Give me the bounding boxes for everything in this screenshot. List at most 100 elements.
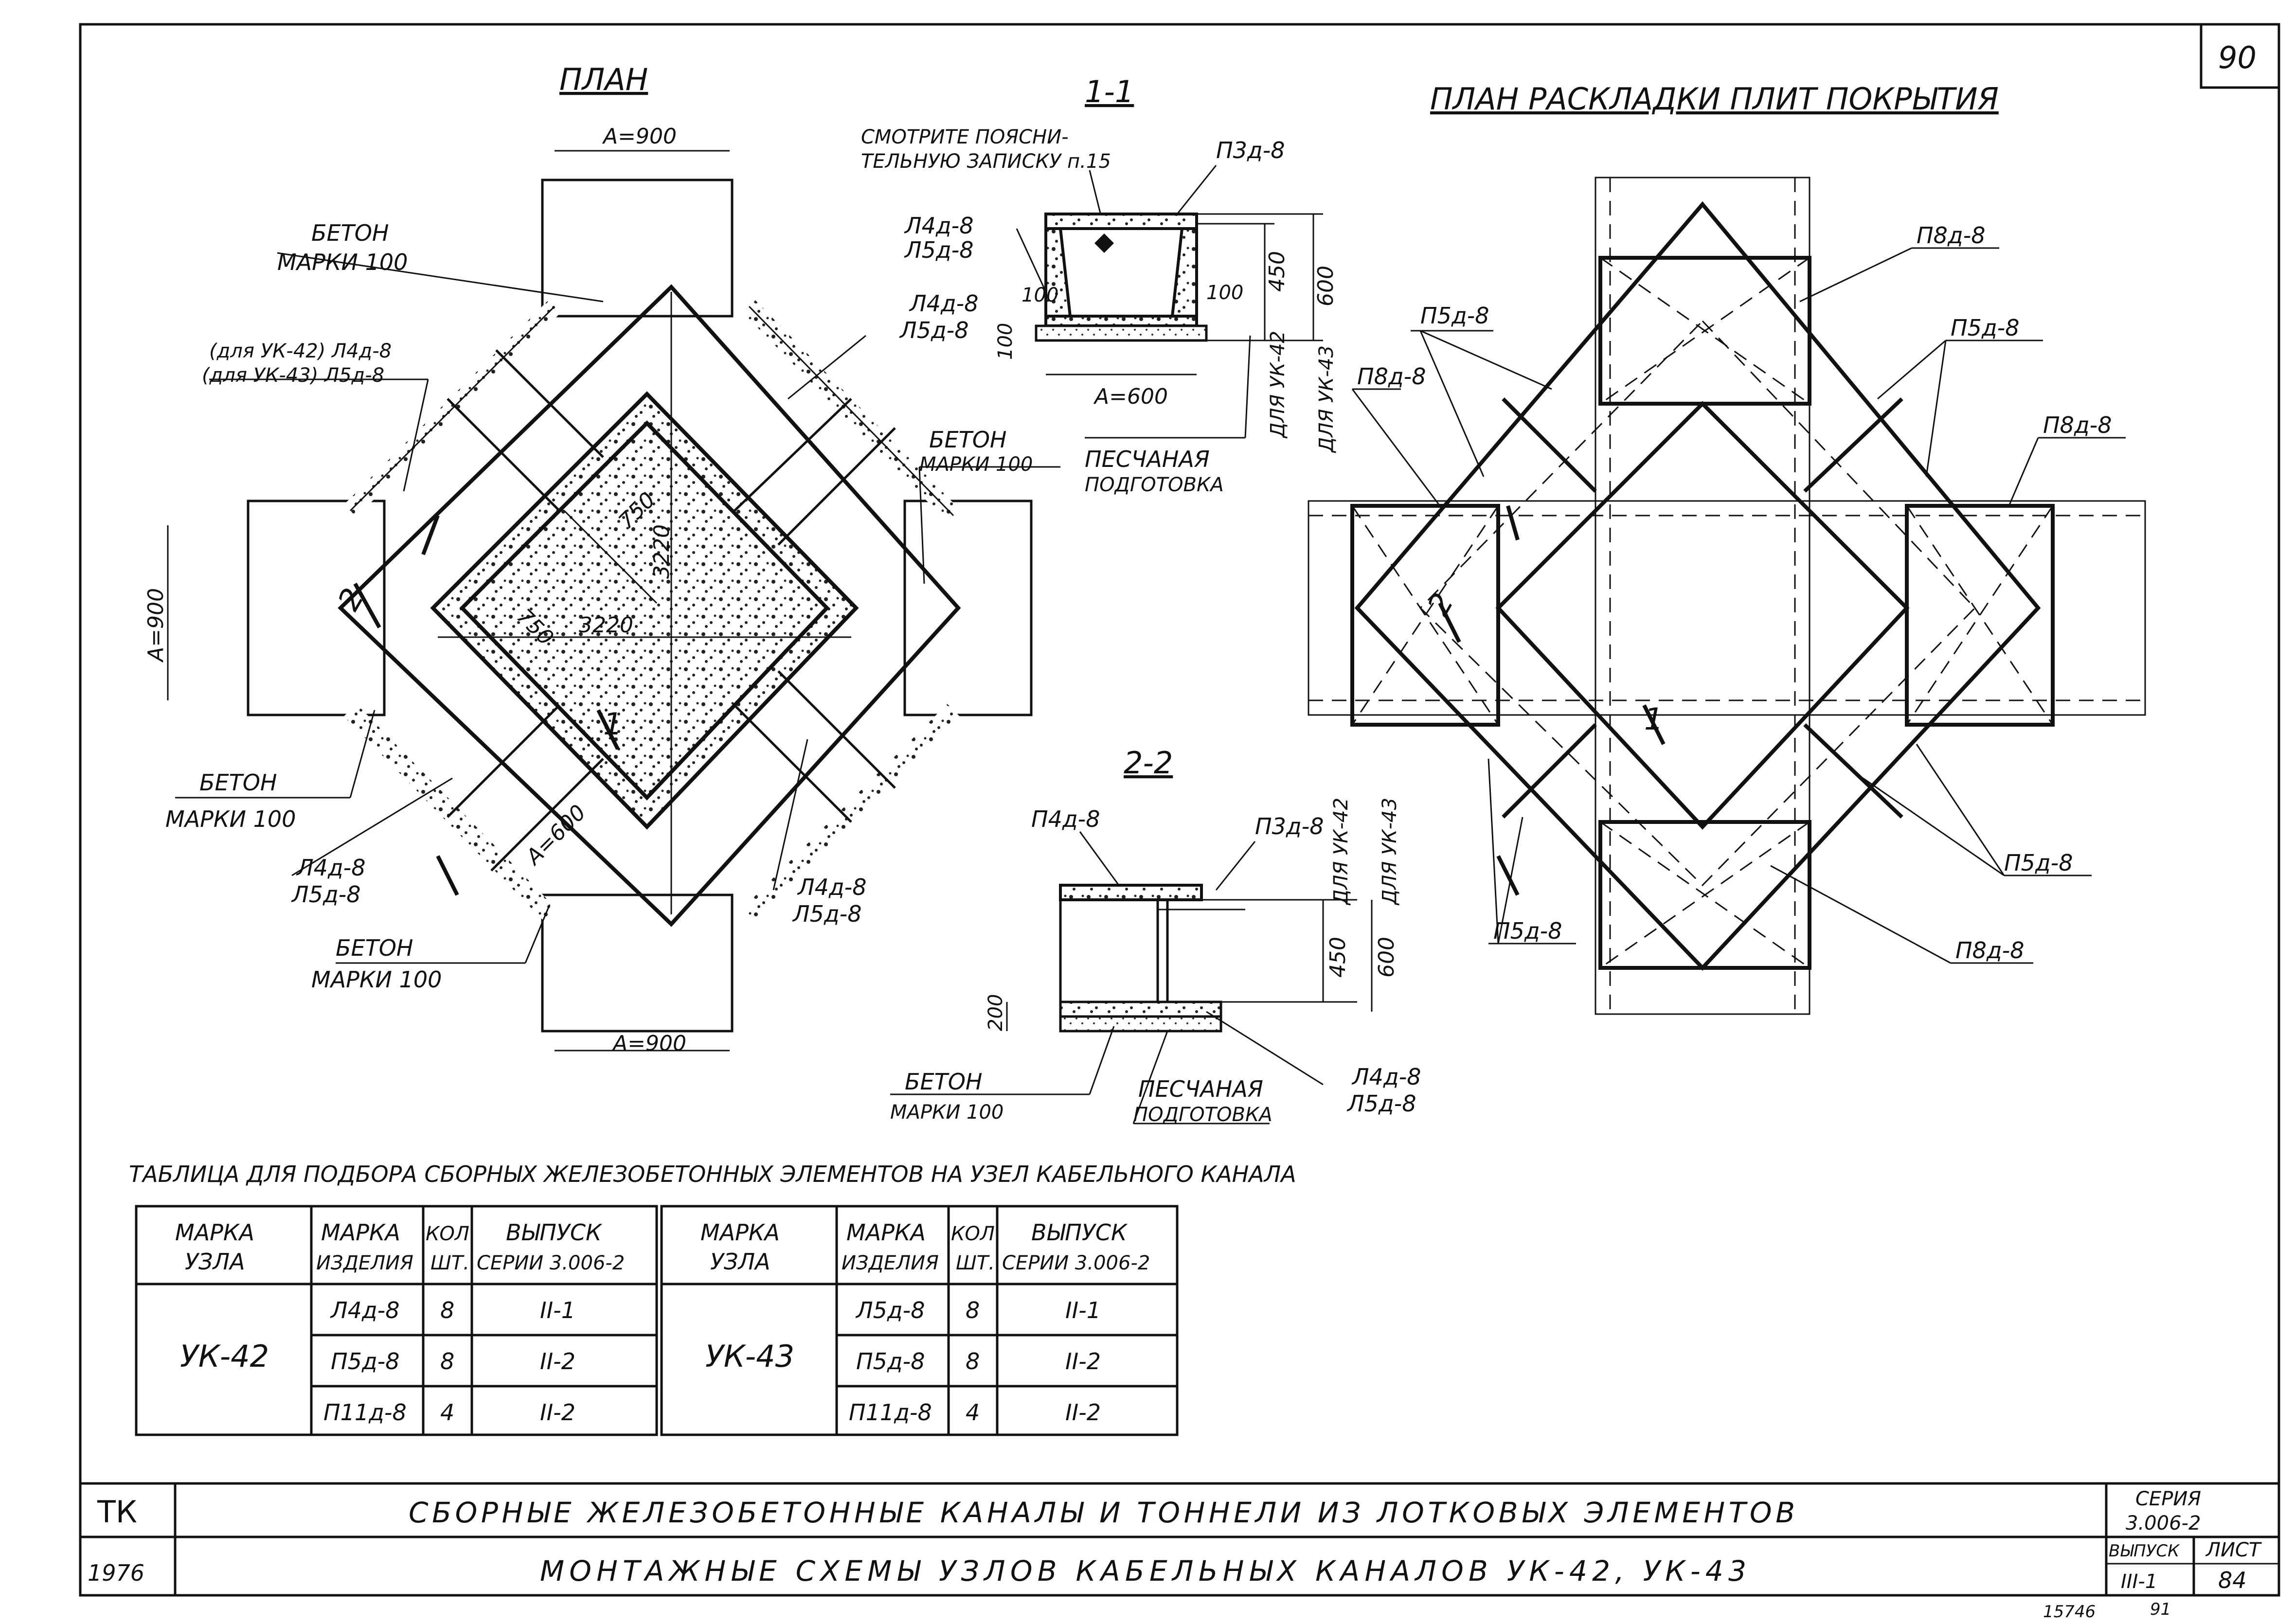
table-cell-item: Л4д-8 xyxy=(330,1297,400,1323)
plan-beton-2a: БЕТОН xyxy=(929,427,1007,453)
table-caption: ТАБЛИЦА ДЛЯ ПОДБОРА СБОРНЫХ ЖЕЛЕЗОБЕТОНН… xyxy=(129,1161,1296,1187)
plan-dim-a-left: А=900 xyxy=(143,588,168,663)
th-rel-b-2: СЕРИИ 3.006-2 xyxy=(1002,1252,1150,1274)
plan-l4-bot-a: Л4д-8 xyxy=(797,874,867,900)
sec22-for42: ДЛЯ УК-42 xyxy=(1330,798,1352,906)
stamp-issue: III-1 xyxy=(2121,1570,2157,1593)
th-item-b-2: ИЗДЕЛИЯ xyxy=(842,1252,939,1274)
sec11-note-b: ТЕЛЬНУЮ ЗАПИСКУ п.15 xyxy=(861,150,1111,173)
section-2-2: 2-2 П4д-8 П3д-8 ДЛЯ УК-42 ДЛЯ УК-43 450 … xyxy=(890,745,1421,1126)
plan-view: ПЛАН xyxy=(143,62,1060,1056)
sec11-l5: Л5д-8 xyxy=(904,237,974,263)
sec11-for42: ДЛЯ УК-42 xyxy=(1267,331,1289,439)
sec11-d100c: 100 xyxy=(994,323,1017,360)
stamp-line2: МОНТАЖНЫЕ СХЕМЫ УЗЛОВ КАБЕЛЬНЫХ КАНАЛОВ … xyxy=(540,1554,1746,1588)
th-node-a-1: МАРКА xyxy=(175,1219,254,1246)
sec22-d450: 450 xyxy=(1326,937,1350,978)
stamp-line1: СБОРНЫЕ ЖЕЛЕЗОБЕТОННЫЕ КАНАЛЫ И ТОННЕЛИ … xyxy=(409,1496,1795,1529)
th-rel-b-1: СЕРИИ 3.006-2 xyxy=(477,1252,625,1274)
plan-outer-diamond xyxy=(338,284,961,927)
plan-l4-bot-b: Л5д-8 xyxy=(792,901,862,927)
th-qty-a-1: КОЛ. xyxy=(426,1223,476,1245)
layout-p8-2: П8д-8 xyxy=(1357,363,1426,390)
plan-dim-a-bottom: А=900 xyxy=(611,1031,686,1056)
th-node-b-2: УЗЛА xyxy=(710,1249,771,1275)
plan-sec-2-mark: 2 xyxy=(331,582,371,617)
table-cell-qty: 8 xyxy=(440,1348,454,1374)
sec22-title: 2-2 xyxy=(1124,745,1173,781)
plan-dim-a-top: А=900 xyxy=(602,124,677,149)
plan-beton-1a: БЕТОН xyxy=(311,220,389,246)
stamp-issue-label: ВЫПУСК xyxy=(2109,1541,2180,1561)
layout-p5-3: П5д-8 xyxy=(2004,850,2073,876)
plan-dim-3220-h: 3220 xyxy=(579,613,633,638)
plan-l4-left-b: Л5д-8 xyxy=(291,881,361,908)
layout-p8-4: П8д-8 xyxy=(1955,937,2025,964)
plan-leaders xyxy=(175,252,1060,964)
bottom-number-b: 91 xyxy=(2150,1600,2171,1619)
table-cell-rel: II-2 xyxy=(1065,1348,1101,1374)
sec11-d100a: 100 xyxy=(1022,284,1058,306)
elements-table: ТАБЛИЦА ДЛЯ ПОДБОРА СБОРНЫХ ЖЕЛЕЗОБЕТОНН… xyxy=(129,1161,1296,1436)
sec11-a600: А=600 xyxy=(1093,384,1168,409)
th-item-b-1: ИЗДЕЛИЯ xyxy=(316,1252,413,1274)
stamp-org: ТК xyxy=(97,1494,137,1530)
table-cell-rel: II-2 xyxy=(540,1348,575,1374)
table-cell-rel: II-1 xyxy=(1065,1297,1101,1323)
sec22-sand-b: ПОДГОТОВКА xyxy=(1133,1104,1272,1126)
bottom-number-a: 15746 xyxy=(2043,1602,2096,1622)
th-qty-b-1: ШТ. xyxy=(430,1252,469,1274)
stamp-series-label: СЕРИЯ xyxy=(2135,1488,2201,1510)
sec22-p4: П4д-8 xyxy=(1031,806,1100,832)
table-cell-item: П5д-8 xyxy=(856,1348,925,1374)
sec22-beton-a: БЕТОН xyxy=(905,1069,983,1095)
table-cell-item: П11д-8 xyxy=(323,1399,407,1426)
plan-beton-2b: МАРКИ 100 xyxy=(919,453,1033,476)
sec11-d600: 600 xyxy=(1313,266,1338,306)
sec22-beton-b: МАРКИ 100 xyxy=(890,1101,1004,1124)
plan-beton-4b: МАРКИ 100 xyxy=(311,966,442,993)
stamp-year: 1976 xyxy=(88,1560,144,1586)
table-cell-item: Л5д-8 xyxy=(855,1297,925,1323)
sec11-d100b: 100 xyxy=(1206,282,1243,304)
layout-side-slabs xyxy=(1502,397,1903,819)
table-cell-qty: 4 xyxy=(966,1399,980,1426)
th-node-b-1: УЗЛА xyxy=(185,1249,245,1275)
section-1-1: 1-1 СМОТРИТЕ ПОЯСНИ- ТЕЛЬНУЮ ЗАПИСКУ п.1… xyxy=(861,74,1338,496)
layout-title: ПЛАН РАСКЛАДКИ ПЛИТ ПОКРЫТИЯ xyxy=(1430,81,1999,117)
plan-sec-1-mark: 1 xyxy=(603,706,622,742)
title-block: ТК 1976 СБОРНЫЕ ЖЕЛЕЗОБЕТОННЫЕ КАНАЛЫ И … xyxy=(80,1482,2279,1622)
plan-uk43-label: (для УК-43) Л5д-8 xyxy=(202,364,384,387)
table-cell-item: П11д-8 xyxy=(849,1399,932,1426)
sec11-l4: Л4д-8 xyxy=(904,213,974,239)
layout-p5-2: П5д-8 xyxy=(1951,315,2020,341)
stamp-series: 3.006-2 xyxy=(2126,1512,2201,1535)
table-cell-rel: II-2 xyxy=(540,1399,575,1426)
th-qty-a-2: КОЛ. xyxy=(951,1223,1001,1245)
layout-inner-diamond xyxy=(1495,401,1910,830)
layout-leaders xyxy=(1351,247,2126,964)
plan-concrete-walls xyxy=(344,300,960,921)
table-cell-qty: 8 xyxy=(966,1348,980,1374)
sec11-note-a: СМОТРИТЕ ПОЯСНИ- xyxy=(861,126,1069,148)
plan-beton-1b: МАРКИ 100 xyxy=(277,249,408,275)
sec22-d200: 200 xyxy=(985,994,1007,1031)
plan-title: ПЛАН xyxy=(559,62,648,97)
table-cell-qty: 4 xyxy=(440,1399,454,1426)
plan-uk42-label: (для УК-42) Л4д-8 xyxy=(209,340,392,362)
sec11-sand-b: ПОДГОТОВКА xyxy=(1085,474,1224,496)
sec11-sand-a: ПЕСЧАНАЯ xyxy=(1085,446,1210,472)
th-rel-a-2: ВЫПУСК xyxy=(1031,1219,1128,1246)
layout-p8-1: П8д-8 xyxy=(1917,222,1986,249)
layout-sec-1-mark: 1 xyxy=(1644,701,1663,737)
sheet-frame: 90 xyxy=(79,23,2280,1597)
layout-end-slabs xyxy=(1350,256,2055,970)
sec22-for43: ДЛЯ УК-43 xyxy=(1379,798,1401,906)
sec22-l4: Л4д-8 xyxy=(1351,1064,1421,1090)
plan-beton-4a: БЕТОН xyxy=(336,935,413,961)
th-node-a-2: МАРКА xyxy=(700,1219,780,1246)
table-node-uk43: УК-43 xyxy=(705,1338,794,1374)
layout-p5-4: П5д-8 xyxy=(1493,918,1562,944)
table-cell-qty: 8 xyxy=(440,1297,454,1323)
table-cell-rel: II-1 xyxy=(540,1297,575,1323)
